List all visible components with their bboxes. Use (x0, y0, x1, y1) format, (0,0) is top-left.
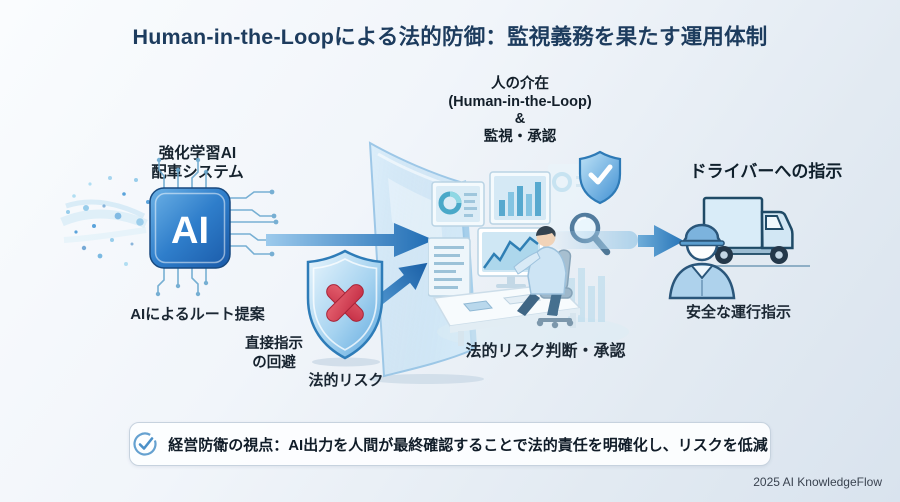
arrow-to-driver-icon (638, 225, 684, 257)
ai-chip-body: AI (149, 187, 231, 269)
legal-risk-shield-icon (306, 249, 384, 367)
monitor-donut (431, 181, 485, 227)
driver-truck-icon (668, 196, 810, 300)
key-message-banner: 経営防衛の視点：AI出力を人間が最終確認することで法的責任を明確化し、リスクを低… (129, 422, 771, 466)
driver-icon (668, 223, 736, 300)
arrow-risk-deflect-icon (375, 262, 428, 306)
legal-risk-caption: 法的リスク (308, 372, 384, 389)
particle-swarm-icon (60, 176, 150, 266)
diagram-title: Human-in-the-Loopによる法的防御：監視義務を果たす運用体制 (132, 25, 768, 49)
approval-shield-icon (578, 150, 622, 205)
footer-credit: 2025 AI KnowledgeFlow (753, 475, 882, 489)
ai-stage-caption: AIによるルート提案 (130, 306, 265, 323)
review-caption: 法的リスク判断・承認 (465, 343, 626, 360)
ai-chip-label: AI (171, 210, 209, 252)
driver-stage-heading: ドライバーへの指示 (689, 162, 843, 181)
operator-person-icon (513, 226, 567, 316)
ai-chip-icon: AI (60, 157, 279, 297)
x-mark-icon (326, 284, 364, 322)
key-message-text: 経営防衛の視点：AI出力を人間が最終確認することで法的責任を明確化し、リスクを低… (168, 436, 768, 454)
arrow-trail (550, 231, 638, 249)
driver-stage-caption: 安全な運行指示 (685, 304, 791, 321)
check-circle-icon (133, 432, 157, 456)
monitoring-workstation-icon (428, 150, 629, 349)
hitl-label: 人の介在 (Human-in-the-Loop) & 監視・承認 (448, 76, 592, 146)
monitor-bars (489, 171, 551, 225)
circuit-traces-icon (155, 157, 279, 297)
arrow-ai-to-review-icon (266, 223, 434, 257)
avoid-direct-order-label: 直接指示 の回避 (245, 336, 303, 371)
monitor-list (428, 237, 471, 297)
